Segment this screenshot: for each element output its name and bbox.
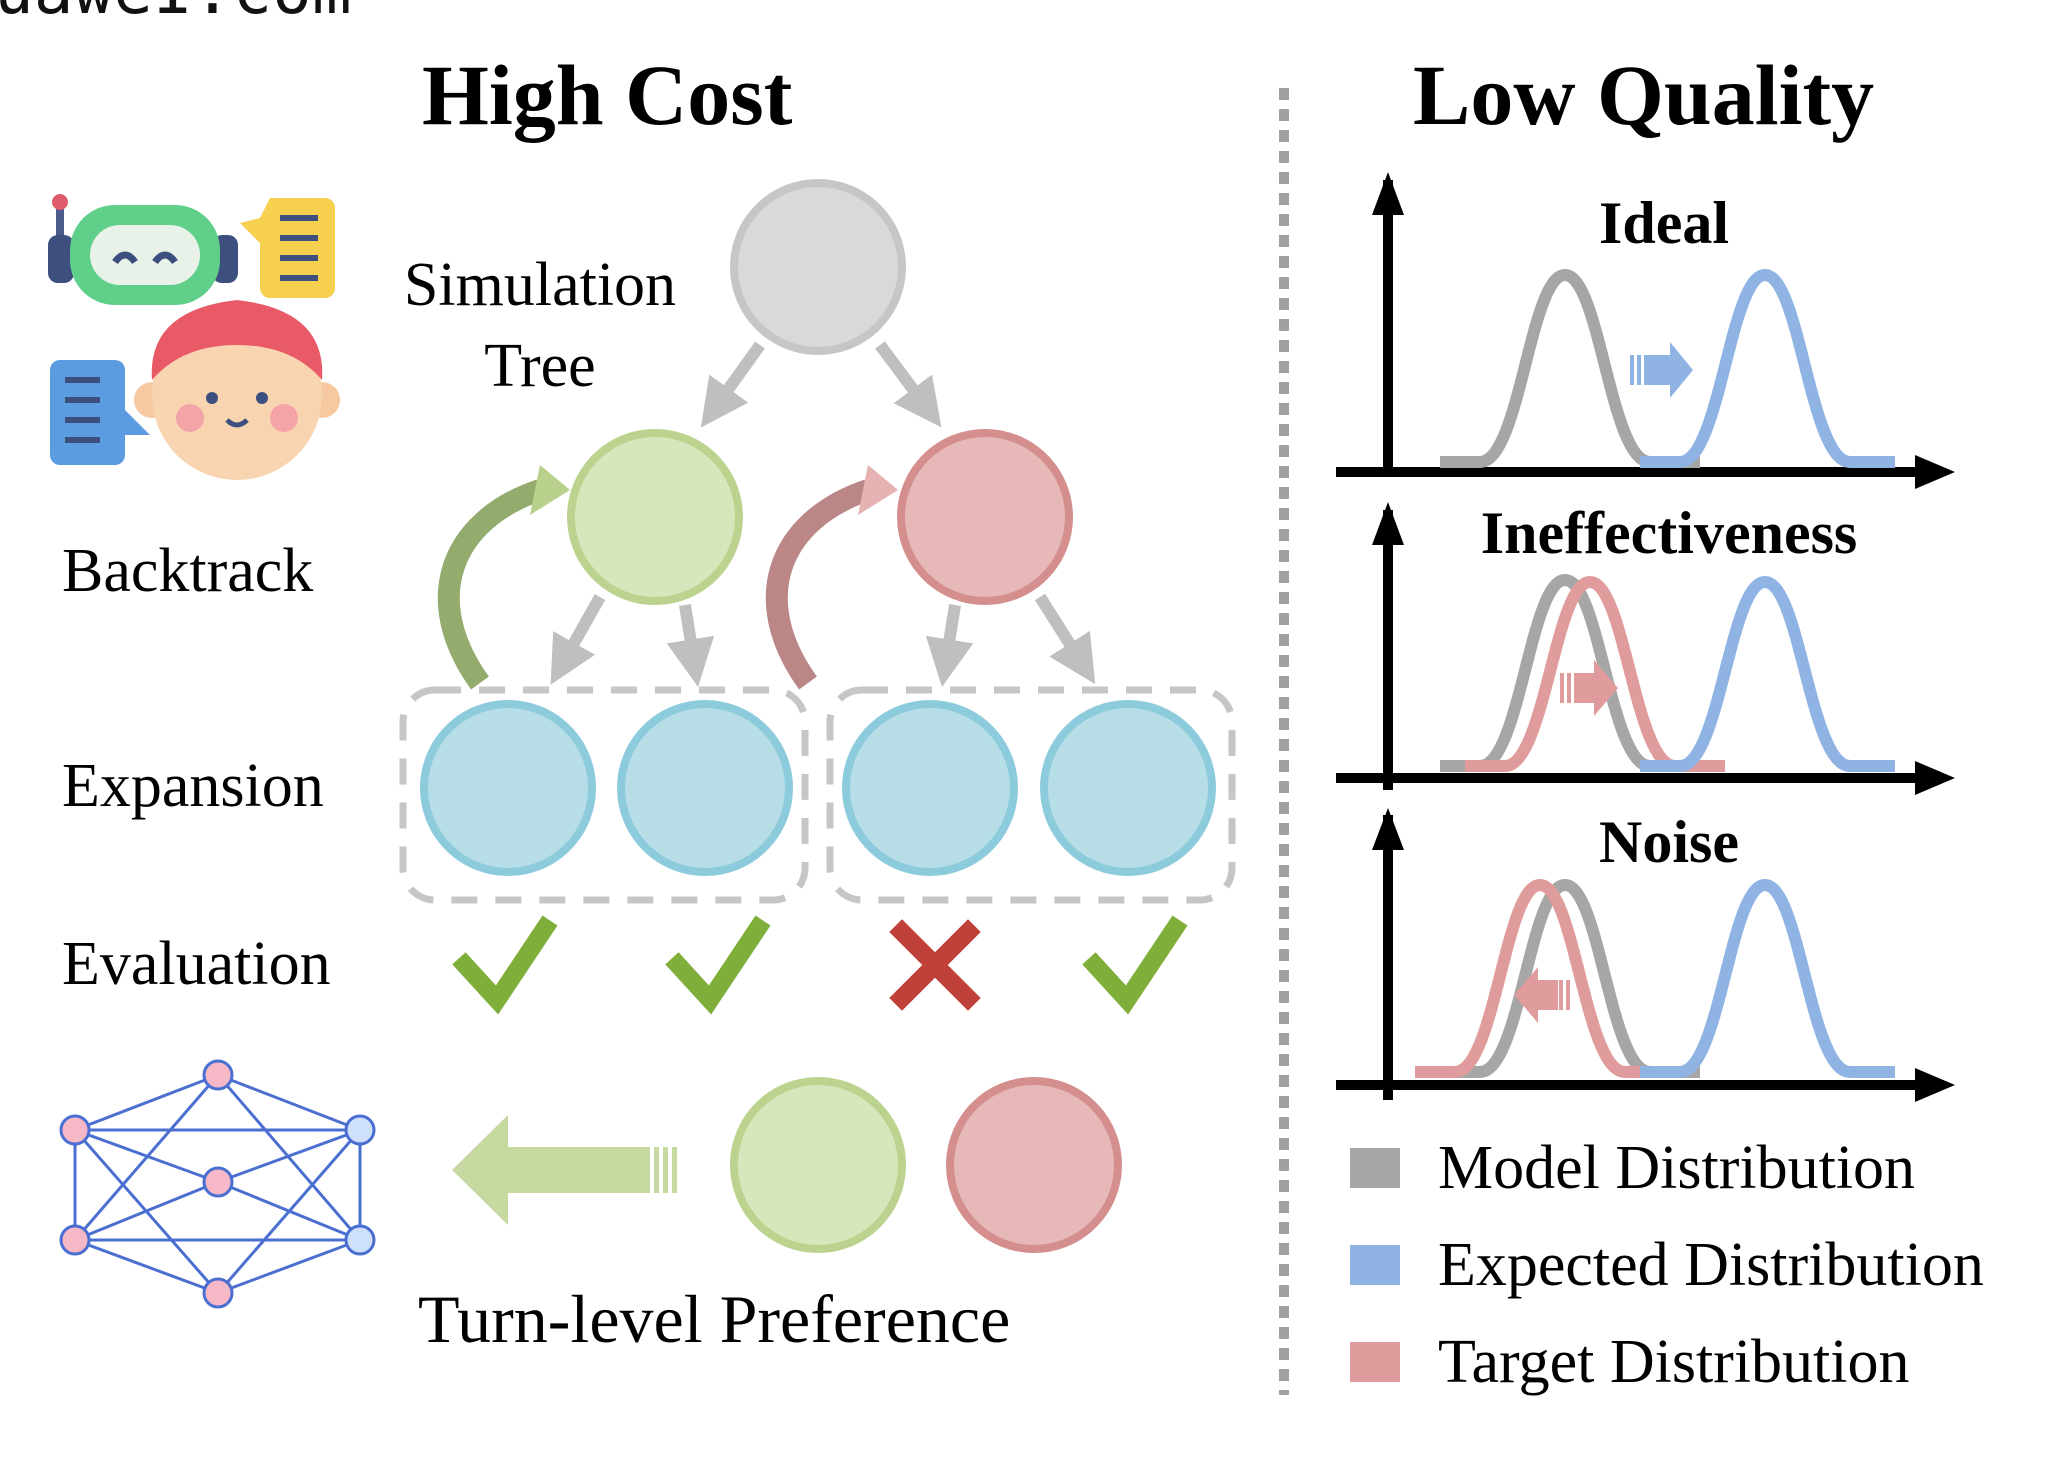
red-backtrack-arrowhead [858, 465, 898, 515]
evaluation-check-2-icon [665, 915, 771, 1015]
simulation-tree-label-line2: Tree [484, 331, 596, 400]
tree-edges-level1 [700, 341, 942, 428]
legend-label-target: Target Distribution [1438, 1327, 1910, 1396]
expansion-node-1 [420, 700, 596, 876]
evaluation-check-1-icon [452, 915, 558, 1015]
expansion-label: Expansion [62, 752, 324, 820]
legend-target-distribution: Target Distribution [1350, 1327, 1910, 1397]
simulation-tree-label: Simulation Tree [370, 245, 710, 406]
tree-red-node [897, 429, 1073, 605]
legend-swatch-expected [1350, 1245, 1400, 1285]
legend-label-model: Model Distribution [1438, 1133, 1916, 1202]
tree-green-node [567, 429, 743, 605]
red-backtrack-arrow [765, 479, 872, 690]
expansion-node-4 [1040, 700, 1216, 876]
ideal-shift-arrow-icon [1630, 342, 1693, 398]
plot-title-ideal: Ideal [1598, 190, 1730, 256]
plot-title-noise: Noise [1599, 809, 1739, 875]
legend-expected-distribution: Expected Distribution [1350, 1230, 1984, 1300]
tree-edges-level2 [550, 593, 1096, 687]
legend-label-expected: Expected Distribution [1438, 1230, 1984, 1299]
neural-network-icon [59, 1059, 376, 1309]
low-quality-title: Low Quality [1413, 47, 1875, 143]
robot-chat-icon [48, 194, 335, 305]
evaluation-check-4-icon [1082, 915, 1188, 1015]
tree-root-node [730, 179, 906, 355]
plot-ideal [1336, 172, 1955, 489]
evaluation-label: Evaluation [62, 930, 331, 998]
green-backtrack-arrowhead [530, 465, 570, 515]
top-cropped-text: uaweI.com [0, 0, 352, 24]
plot-title-ineffectiveness: Ineffectiveness [1480, 500, 1858, 566]
dispreferred-node [946, 1077, 1122, 1253]
evaluation-cross-icon [889, 919, 981, 1011]
noise-shift-arrow-icon [1514, 967, 1570, 1023]
expansion-group-left [399, 686, 809, 904]
expansion-node-3 [842, 700, 1018, 876]
green-backtrack-arrow [437, 479, 544, 690]
ineffectiveness-shift-arrow-icon [1560, 660, 1618, 716]
expansion-node-2 [617, 700, 793, 876]
preference-left-arrow [452, 1115, 677, 1225]
turn-level-preference-label: Turn-level Preference [418, 1281, 1011, 1357]
plot-noise [1336, 808, 1955, 1102]
preferred-node [730, 1077, 906, 1253]
user-chat-icon [50, 300, 340, 480]
legend-swatch-model [1350, 1148, 1400, 1188]
legend-swatch-target [1350, 1342, 1400, 1382]
high-cost-title: High Cost [422, 47, 793, 143]
plot-ineffectiveness [1336, 502, 1955, 795]
backtrack-label: Backtrack [62, 537, 314, 605]
legend-model-distribution: Model Distribution [1350, 1133, 1915, 1203]
expansion-group-right [826, 686, 1236, 904]
simulation-tree-label-line1: Simulation [403, 251, 677, 319]
